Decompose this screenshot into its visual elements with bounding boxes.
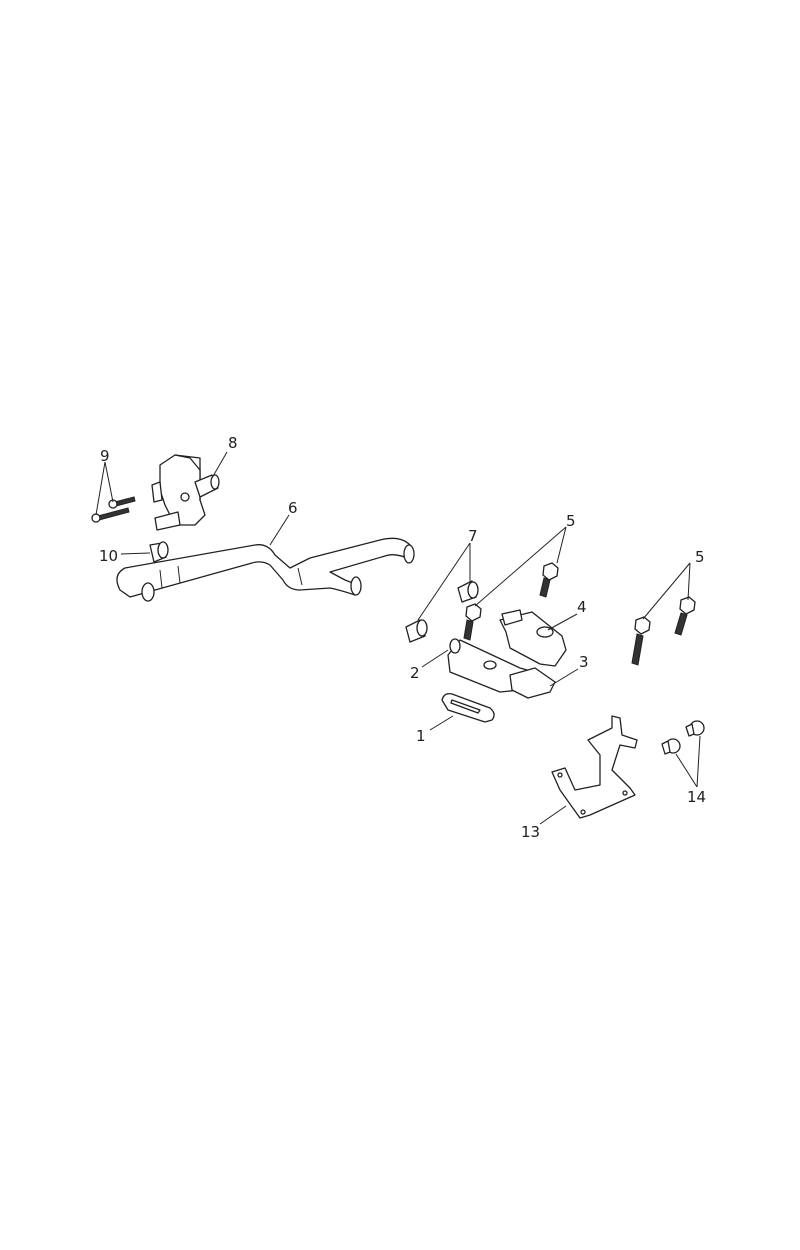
part-1-gasket[interactable] <box>441 692 495 723</box>
callout-6: 6 <box>288 499 298 517</box>
callout-4: 4 <box>577 598 587 616</box>
part-14-clips[interactable] <box>661 720 705 755</box>
callout-2: 2 <box>410 664 420 682</box>
callout-7: 7 <box>468 527 478 545</box>
callouts: 1 2 3 4 5 5 6 7 8 9 10 13 14 <box>99 434 706 841</box>
leader-lines <box>95 451 701 825</box>
part-3-plate[interactable] <box>509 667 556 699</box>
part-8-valve[interactable] <box>151 454 220 531</box>
callout-3: 3 <box>579 653 589 671</box>
callout-14: 14 <box>687 788 706 806</box>
callout-10: 10 <box>99 547 118 565</box>
part-4-cover[interactable] <box>499 609 567 667</box>
callout-13: 13 <box>521 823 540 841</box>
part-7-clamps[interactable] <box>405 580 479 643</box>
callout-8: 8 <box>228 434 238 452</box>
callout-5b: 5 <box>695 548 705 566</box>
callout-9: 9 <box>100 447 110 465</box>
part-6-hose[interactable] <box>116 537 415 602</box>
part-10-clamp[interactable] <box>149 541 169 563</box>
callout-1: 1 <box>416 727 426 745</box>
part-5-bolts[interactable] <box>463 562 696 666</box>
callout-5a: 5 <box>566 512 576 530</box>
part-13-bracket[interactable] <box>551 715 638 819</box>
